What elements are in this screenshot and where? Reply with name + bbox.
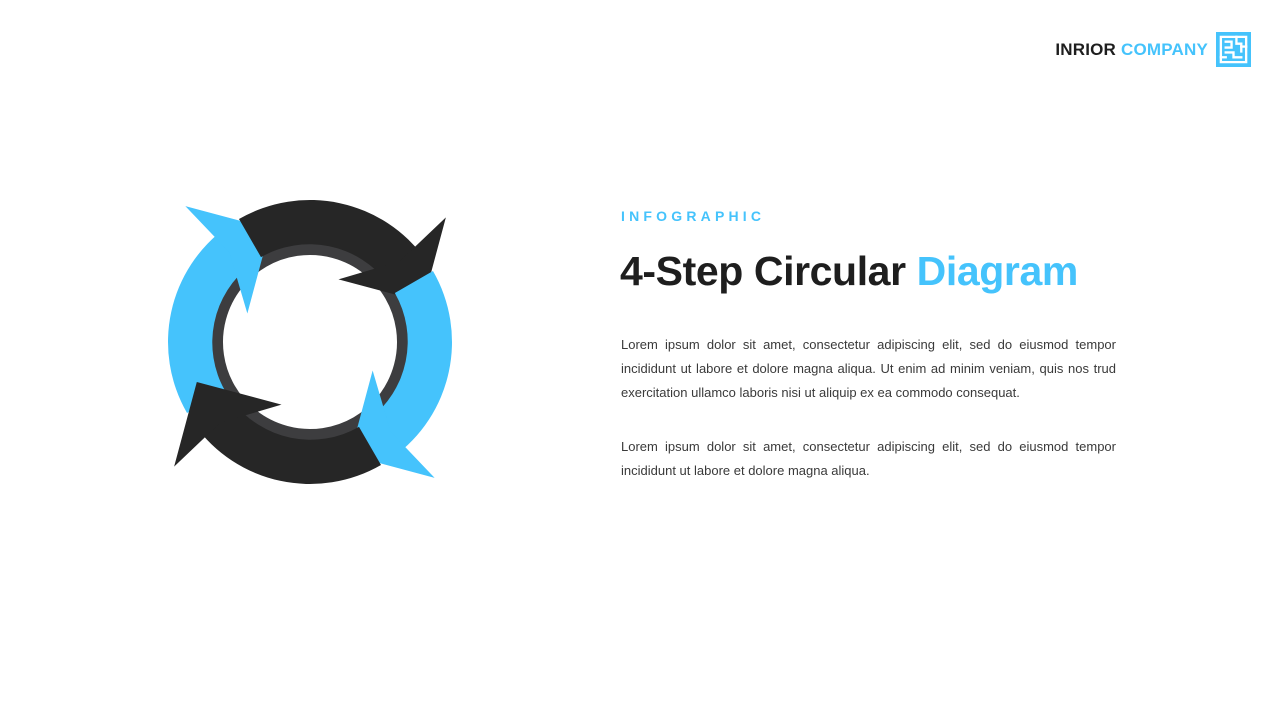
page-title: 4-Step Circular Diagram	[620, 248, 1078, 295]
brand: INRIOR COMPANY	[1055, 32, 1251, 67]
segment-1	[168, 226, 252, 413]
brand-name-dark: INRIOR	[1055, 39, 1117, 59]
title-main: 4-Step Circular	[620, 248, 917, 294]
brand-name: INRIOR COMPANY	[1055, 40, 1208, 60]
segment-4	[194, 400, 381, 484]
body-paragraph-2: Lorem ipsum dolor sit amet, consectetur …	[621, 439, 1116, 478]
segment-2	[239, 200, 426, 284]
cycle-graphic	[168, 200, 452, 484]
brand-name-light: COMPANY	[1120, 39, 1208, 59]
segment-3	[368, 271, 452, 458]
circular-diagram	[168, 200, 452, 484]
body-paragraph-1: Lorem ipsum dolor sit amet, consectetur …	[621, 337, 1116, 400]
maze-logo-icon	[1216, 32, 1251, 67]
title-accent: Diagram	[916, 248, 1079, 294]
eyebrow-label: INFOGRAPHIC	[621, 208, 766, 224]
arrowhead-4	[174, 381, 282, 467]
